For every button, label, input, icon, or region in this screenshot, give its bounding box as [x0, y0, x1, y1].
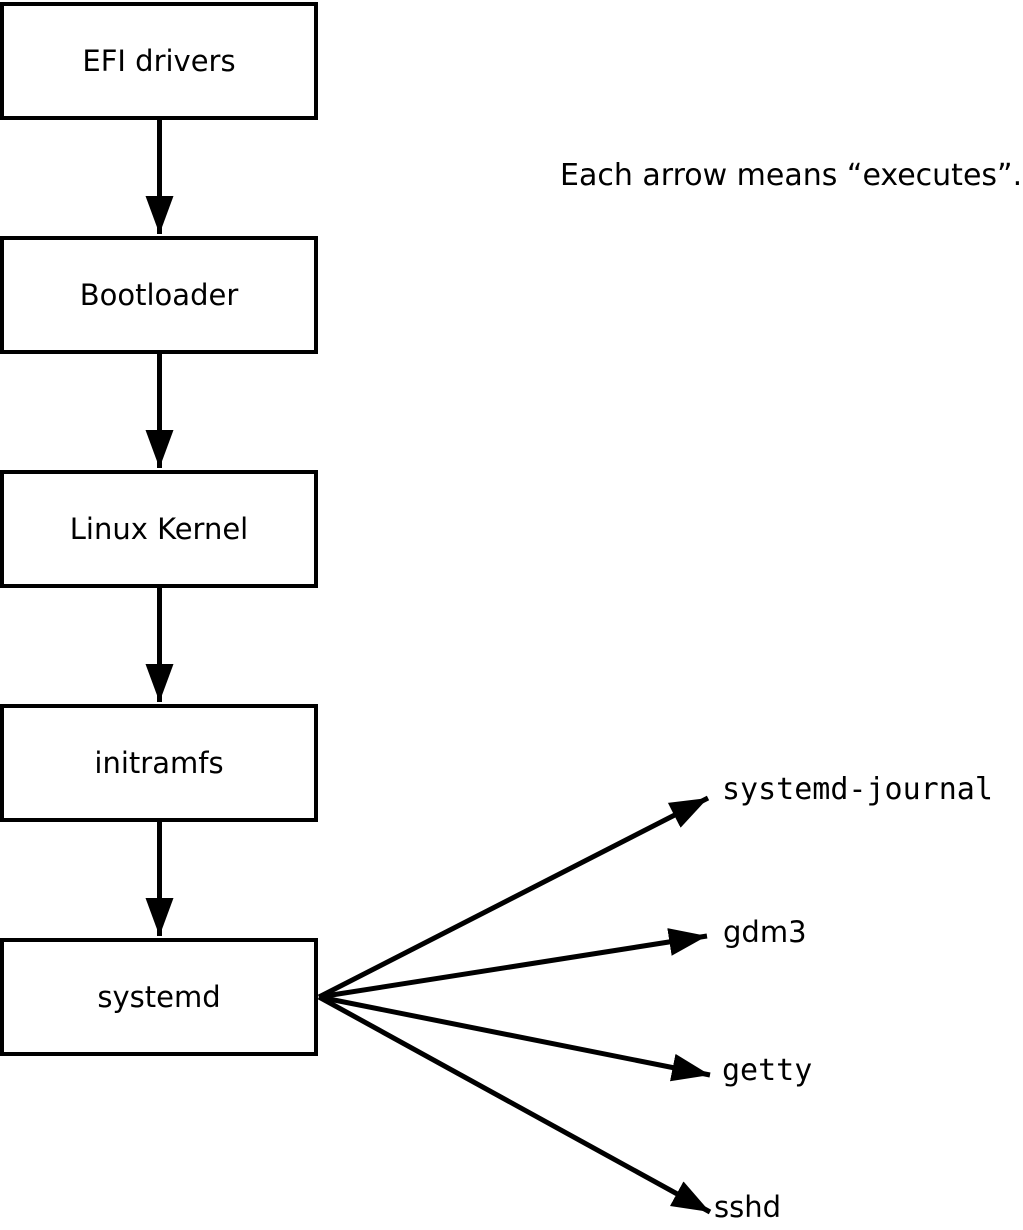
arrow-systemd-to-sshd — [317, 994, 712, 1215]
arrow-systemd-to-systemd-journal — [317, 795, 710, 1000]
arrow-systemd-to-getty — [318, 994, 711, 1082]
child-label-systemd-journal: systemd-journal — [722, 772, 993, 807]
box-linux-kernel-label: Linux Kernel — [69, 511, 249, 546]
box-systemd-label: systemd — [97, 979, 221, 1014]
box-linux-kernel: Linux Kernel — [0, 470, 318, 588]
box-systemd: systemd — [0, 938, 318, 1056]
child-label-getty: getty — [722, 1053, 813, 1088]
box-bootloader: Bootloader — [0, 236, 318, 354]
box-initramfs-label: initramfs — [94, 745, 224, 780]
box-initramfs: initramfs — [0, 704, 318, 822]
box-efi-drivers-label: EFI drivers — [82, 43, 236, 78]
arrow-systemd-to-gdm3 — [318, 928, 708, 1000]
box-efi-drivers: EFI drivers — [0, 2, 318, 120]
box-bootloader-label: Bootloader — [79, 277, 239, 312]
arrow-legend-note: Each arrow means “executes”. — [560, 158, 1023, 193]
child-label-sshd: sshd — [714, 1190, 782, 1224]
child-label-gdm3: gdm3 — [723, 915, 807, 949]
